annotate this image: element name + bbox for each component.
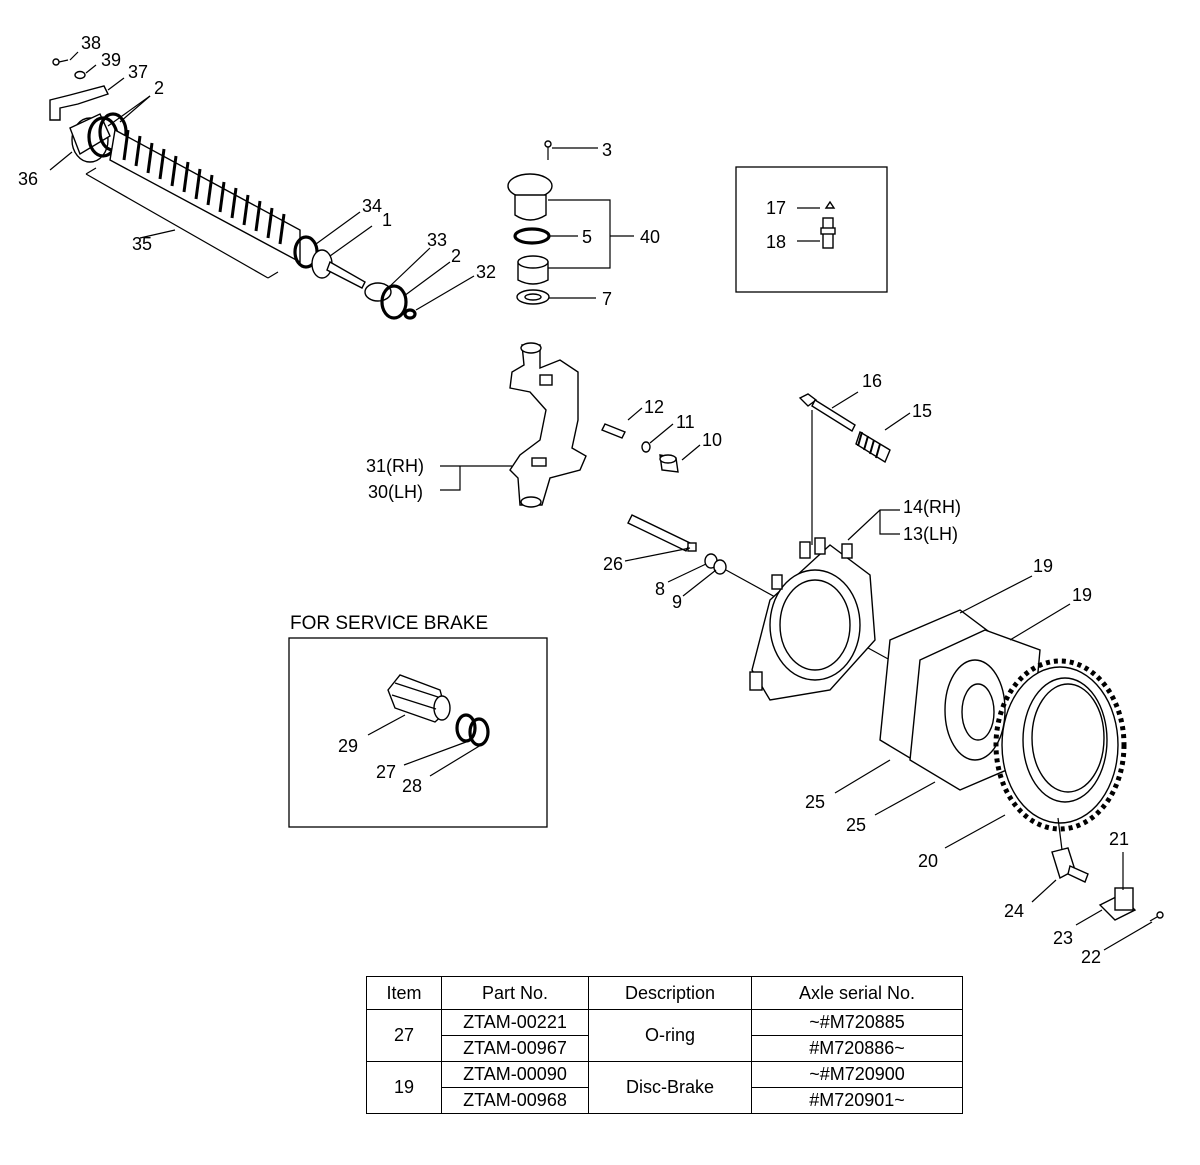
header-description: Description [588, 976, 752, 1010]
service-brake-parts [387, 674, 490, 747]
callout-2a: 2 [154, 78, 164, 98]
callout-25b: 25 [846, 815, 866, 835]
table-header-row: Item Part No. Description Axle serial No… [366, 976, 963, 1010]
callout-labels: 38 39 37 2 36 34 1 35 33 2 32 3 5 40 7 1… [18, 33, 1129, 967]
cell-part-no: ZTAM-00968 [441, 1087, 589, 1114]
oring-5 [513, 227, 551, 245]
cam-plate [749, 537, 876, 701]
callout-18: 18 [766, 232, 786, 252]
callout-28: 28 [402, 776, 422, 796]
cell-serial: ~#M720900 [751, 1061, 963, 1088]
bolt-38 [52, 58, 60, 66]
callout-5: 5 [582, 227, 592, 247]
callout-26: 26 [603, 554, 623, 574]
washer-39 [74, 70, 86, 80]
callout-33: 33 [427, 230, 447, 250]
callout-13: 13(LH) [903, 524, 958, 544]
parts-17-18-box [735, 166, 888, 293]
callout-34: 34 [362, 196, 382, 216]
gear-20 [993, 658, 1127, 851]
callout-38: 38 [81, 33, 101, 53]
callout-31: 31(RH) [366, 456, 424, 476]
callout-19b: 19 [1072, 585, 1092, 605]
callout-11: 11 [676, 412, 695, 432]
callout-10: 10 [702, 430, 722, 450]
bracket-37 [49, 85, 109, 121]
parts-table: Item Part No. Description Axle serial No… [366, 976, 963, 1114]
cell-item: 27 [366, 1009, 442, 1062]
bleed-screw-group [820, 200, 836, 249]
callout-14: 14(RH) [903, 497, 961, 517]
callout-3: 3 [602, 140, 612, 160]
callout-2b: 2 [451, 246, 461, 266]
callout-12: 12 [644, 397, 664, 417]
brake-yoke [509, 342, 587, 508]
header-item: Item [366, 976, 442, 1010]
callout-29: 29 [338, 736, 358, 756]
callout-30: 30(LH) [368, 482, 423, 502]
cell-description: Disc-Brake [588, 1061, 752, 1114]
callout-23: 23 [1053, 928, 1073, 948]
bolt-spring [798, 393, 891, 545]
small-pins [601, 423, 679, 473]
callout-8: 8 [655, 579, 665, 599]
header-part-no: Part No. [441, 976, 589, 1010]
callout-7: 7 [602, 289, 612, 309]
leader-lines [49, 51, 1153, 951]
cell-part-no: ZTAM-00967 [441, 1035, 589, 1062]
header-axle-serial: Axle serial No. [751, 976, 963, 1010]
callout-16: 16 [862, 371, 882, 391]
cell-serial: ~#M720885 [751, 1009, 963, 1036]
cell-description: O-ring [588, 1009, 752, 1062]
table-row: 27 ZTAM-00221 O-ring ~#M720885 [366, 1009, 963, 1062]
callout-35: 35 [132, 234, 152, 254]
spring-35 [109, 128, 301, 264]
brake-piston-assembly [49, 58, 417, 320]
callout-19a: 19 [1033, 556, 1053, 576]
cell-part-no: ZTAM-00221 [441, 1009, 589, 1036]
table-row: ZTAM-00968 #M720901~ [367, 1087, 963, 1114]
cell-serial: #M720886~ [751, 1035, 963, 1062]
oring-32 [403, 308, 417, 320]
table-row: 19 ZTAM-00090 Disc-Brake ~#M720900 [366, 1061, 963, 1114]
callout-27: 27 [376, 762, 396, 782]
callout-1: 1 [382, 210, 392, 230]
sensor-group [1051, 847, 1164, 922]
callout-39: 39 [101, 50, 121, 70]
callout-15: 15 [912, 401, 932, 421]
callout-22: 22 [1081, 947, 1101, 967]
callout-24: 24 [1004, 901, 1024, 921]
cell-part-no: ZTAM-00090 [441, 1061, 589, 1088]
callout-25a: 25 [805, 792, 825, 812]
cell-serial: #M720901~ [751, 1087, 963, 1114]
callout-36: 36 [18, 169, 38, 189]
callout-9: 9 [672, 592, 682, 612]
cover-bush-group [507, 140, 553, 305]
callout-40: 40 [640, 227, 660, 247]
callout-32: 32 [476, 262, 496, 282]
service-brake-box [288, 637, 548, 828]
service-brake-title: FOR SERVICE BRAKE [290, 613, 489, 634]
cap-33 [364, 282, 392, 302]
callout-17: 17 [766, 198, 786, 218]
callout-20: 20 [918, 851, 938, 871]
callout-21: 21 [1109, 829, 1129, 849]
callout-37: 37 [128, 62, 148, 82]
cell-item: 19 [366, 1061, 442, 1114]
